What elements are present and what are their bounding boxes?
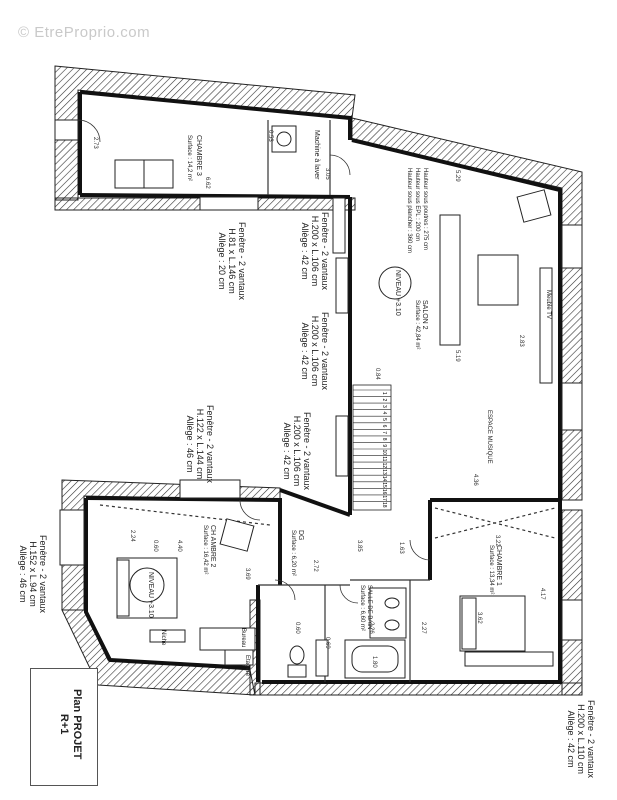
dimension-label: 3.22 [494,535,500,547]
stair-step-number: 7 [381,431,387,434]
salon-height-2: Hauteur sous EPL : 200 cm [414,168,420,242]
dimension-label: 0.60 [294,622,300,634]
level-left-label: NIVEAU +3.10 [147,572,154,618]
stair-step-number: 5 [381,418,387,421]
window-annotation-3: Fenêtre - 2 vantaux H.200 x L.106 cm All… [300,312,330,391]
level-top-label: NIVEAU +3.10 [394,270,401,316]
dimension-label: 2.26 [368,622,374,634]
window-annotation-1: Fenêtre - 2 vantaux H.81 x L.146 cm Allè… [217,222,247,301]
dimension-label: 0.84 [374,368,380,380]
dg-name: DG [297,530,304,541]
window-annotation-5: Fenêtre - 2 vantaux H.200 x L.106 cm All… [282,412,312,491]
chambre-2-area: Surface : 16,42 m² [202,525,208,575]
stair-step-number: 1 [381,392,387,395]
stair-step-number: 14 [381,476,387,482]
chambre-1-name: CHAMBRE 1 [495,545,502,586]
window-annotation-6: Fenêtre - 2 vantaux H.152 x L.94 cm Allè… [18,535,48,614]
chambre-1-area: Surface : 13,34 m² [488,545,494,595]
title-block: Plan PROJET R+1 [30,668,98,786]
chambre-2-name: CH AMBRE 2 [209,525,216,568]
title-text: Plan PROJET R+1 [57,689,83,759]
stair-step-number: 15 [381,482,387,488]
window-annotation-2: Fenêtre - 2 vantaux H.200 x L.106 cm All… [300,212,330,291]
meuble-tv-label: Meuble TV [545,290,551,319]
dimension-label: 6.62 [204,177,210,189]
door-swings [77,119,431,604]
level-markers [129,266,412,603]
dimension-label: 0.60 [152,540,158,552]
etagere-label: Etagère [244,655,250,677]
stair-step-number: 6 [381,425,387,428]
room-chambre-3-name: CHAMBRE 3 [195,135,202,176]
watermark: © EtreProprio.com [18,24,151,41]
bureau-label: Bureau [240,628,246,648]
inner-walls [78,90,562,684]
dimension-label: 4.36 [472,474,478,486]
stair-step-number: 18 [381,502,387,508]
stair-step-number: 11 [381,456,387,461]
salon-area: Surface : 42,84 m² [414,300,420,350]
dimension-label: 3.05 [324,168,330,180]
dimension-label: 2.72 [312,560,318,572]
stair-step-number: 9 [381,444,387,447]
window-annotation-4: Fenêtre - 2 vantaux H.122 x L.144 cm All… [185,405,215,484]
stair-step-number: 3 [381,405,387,408]
dimension-label: 1.80 [371,656,377,668]
dimension-label: 1.63 [398,542,404,554]
dimension-label: 2.83 [518,335,524,347]
stair-step-number: 12 [381,463,387,469]
salon-height-3: Hauteur sous plancher : 360 cm [406,168,412,254]
dimension-label: 2.27 [420,622,426,634]
sdb-area: Surface : 6,60 m² [359,585,365,632]
stair-step-number: 4 [381,412,387,415]
dimension-label: 4.17 [539,588,545,600]
stair-step-number: 13 [381,469,387,475]
dg-area: Surface : 6,20 m² [290,530,296,577]
dimension-label: 5.29 [454,170,460,182]
dimension-label: 0.53 [267,130,273,142]
dimension-label: 2.73 [92,137,98,149]
window-annotation-7: Fenêtre - 2 vantaux H.200 x L.110 cm All… [566,700,596,779]
stair-step-number: 10 [381,449,387,455]
dimension-label: 3.69 [244,568,250,580]
title-line-2: R+1 [58,713,70,735]
salon-height-1: Hauteur sous poutres : 275 cm [422,168,428,251]
salon-name: SALON 2 [421,300,428,330]
dimension-label: 4.40 [176,540,182,552]
espace-musique-label: ESPACE MUSIQUE [486,410,492,464]
stair-treads [353,389,391,502]
dimension-label: 3.62 [476,612,482,624]
dimension-label: 2.24 [129,530,135,542]
room-chambre-3-area: Surface : 14,2 m² [186,135,192,182]
partitions [99,120,556,682]
furniture [114,125,554,679]
stair-step-number: 2 [381,398,387,401]
stair-step-number: 8 [381,438,387,441]
laundry-label: Machine à laver [313,130,320,180]
stair-step-number: 17 [381,495,387,501]
window-openings [54,119,583,641]
niche-label: Niche [160,630,166,646]
dimension-label: 5.19 [454,350,460,362]
stair-step-number: 16 [381,489,387,495]
dimension-label: 3.85 [356,540,362,552]
title-line-1: Plan PROJET [71,689,83,760]
staircase [352,384,392,511]
dimension-label: 0.69 [324,637,330,649]
